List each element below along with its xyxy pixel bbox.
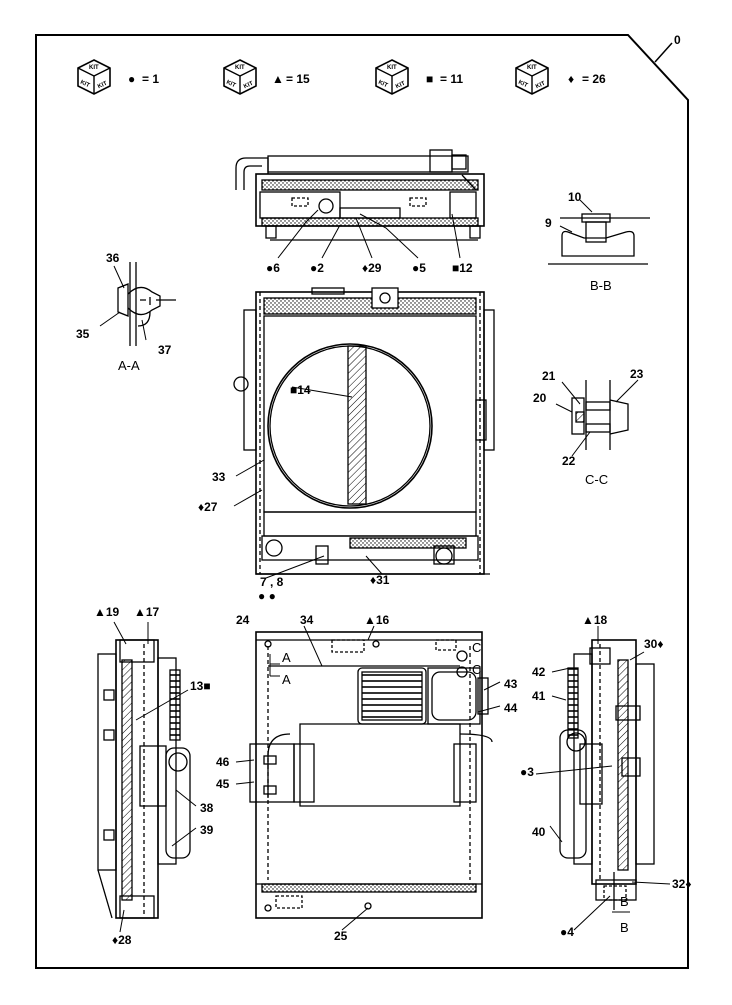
callout-20: 20: [533, 391, 547, 405]
callout-38: 38: [200, 801, 214, 815]
svg-text:KIT: KIT: [89, 65, 99, 71]
section-cut-a-upper: A: [282, 650, 291, 665]
left-view-callouts: ▲19 ▲17 13■ 38 39 ♦28: [94, 605, 214, 947]
callout-32: 32♦: [672, 877, 691, 891]
callout-22: 22: [562, 454, 576, 468]
callout-4: ●4: [560, 925, 574, 939]
section-label-c-c: C-C: [585, 472, 608, 487]
callout-45: 45: [216, 777, 230, 791]
callout-35: 35: [76, 327, 90, 341]
callout-37: 37: [158, 343, 172, 357]
radiator-left-side-view: [97, 639, 191, 919]
callout-43: 43: [504, 677, 518, 691]
kit-symbol-square: ■: [426, 72, 433, 86]
callout-46: 46: [216, 755, 230, 769]
svg-text:KIT: KIT: [377, 80, 389, 90]
svg-text:KIT: KIT: [535, 81, 547, 91]
svg-text:KIT: KIT: [243, 81, 255, 91]
callout-40: 40: [532, 825, 546, 839]
sheet-border: [35, 34, 689, 969]
callout-7-8-kits: ● ●: [258, 589, 276, 603]
svg-text:KIT: KIT: [79, 80, 91, 90]
radiator-front-view: [233, 287, 495, 575]
kit-cube-icon: KIT KIT KIT: [515, 59, 549, 95]
callout-6: ●6: [266, 261, 280, 275]
kit-symbol-triangle: ▲: [272, 72, 284, 86]
callout-17: ▲17: [134, 605, 160, 619]
callout-9: 9: [545, 216, 552, 230]
callout-44: 44: [504, 701, 518, 715]
page-number-leader: [654, 42, 673, 63]
kit-count-circle: = 1: [142, 72, 159, 86]
kit-legend: KIT KIT KIT ● = 1 KIT KIT KIT ▲ = 15 KIT…: [77, 59, 606, 95]
callout-5: ●5: [412, 261, 426, 275]
rear-view-callouts: 24 34 ▲16 43 44 46 45 25 A A C C: [216, 613, 518, 943]
kit-count-diamond: = 26: [582, 72, 606, 86]
svg-text:KIT: KIT: [225, 80, 237, 90]
kit-symbol-circle: ●: [128, 72, 135, 86]
kit-count-triangle: = 15: [286, 72, 310, 86]
callout-13: 13■: [190, 679, 211, 693]
callout-7-8: 7 , 8: [260, 575, 284, 589]
section-cut-c-lower: C: [472, 662, 481, 677]
section-b-b: [548, 199, 650, 265]
section-cut-c-upper: C: [472, 640, 481, 655]
kit-cube-icon: KIT KIT KIT: [375, 59, 409, 95]
callout-33: 33: [212, 470, 226, 484]
section-cut-b-lower: B: [620, 920, 629, 935]
callout-16: ▲16: [364, 613, 390, 627]
svg-text:KIT: KIT: [395, 81, 407, 91]
front-view-callouts: ■14 33 ♦27 7 , 8 ● ● ♦31: [198, 383, 390, 603]
svg-text:KIT: KIT: [387, 65, 397, 71]
section-a-a: [99, 262, 176, 346]
svg-text:KIT: KIT: [97, 81, 109, 91]
callout-36: 36: [106, 251, 120, 265]
section-cut-a-lower: A: [282, 672, 291, 687]
page-number: 0: [674, 33, 681, 47]
callout-30: 30♦: [644, 637, 663, 651]
section-cut-b-upper: B: [620, 894, 629, 909]
callout-41: 41: [532, 689, 546, 703]
kit-cube-icon: KIT KIT KIT: [77, 59, 111, 95]
kit-count-square: = 11: [440, 72, 463, 86]
section-label-b-b: B-B: [590, 278, 612, 293]
callout-31: ♦31: [370, 573, 390, 587]
callout-29: ♦29: [362, 261, 382, 275]
callout-25: 25: [334, 929, 348, 943]
callout-2: ●2: [310, 261, 324, 275]
callout-14: ■14: [290, 383, 311, 397]
callout-12: ■12: [452, 261, 473, 275]
callout-39: 39: [200, 823, 214, 837]
kit-cube-icon: KIT KIT KIT: [223, 59, 257, 95]
callout-19: ▲19: [94, 605, 120, 619]
callout-42: 42: [532, 665, 546, 679]
section-label-a-a: A-A: [118, 358, 140, 373]
svg-text:KIT: KIT: [527, 65, 537, 71]
callout-34: 34: [300, 613, 314, 627]
svg-text:KIT: KIT: [517, 80, 529, 90]
callout-28: ♦28: [112, 933, 132, 947]
callout-18: ▲18: [582, 613, 608, 627]
section-c-c: [555, 379, 639, 457]
callout-23: 23: [630, 367, 644, 381]
top-view-callouts: ●6 ●2 ♦29 ●5 ■12: [266, 209, 473, 275]
svg-text:KIT: KIT: [235, 65, 245, 71]
callout-3: ●3: [520, 765, 534, 779]
right-view-callouts: ▲18 30♦ 42 41 ●3 40 32♦ ●4 B B: [520, 613, 691, 939]
radiator-top-view: [235, 149, 485, 241]
kit-symbol-diamond: ♦: [568, 72, 574, 86]
callout-21: 21: [542, 369, 556, 383]
radiator-right-side-view: [559, 639, 655, 913]
radiator-rear-view: [249, 631, 493, 919]
callout-27: ♦27: [198, 500, 218, 514]
callout-10: 10: [568, 190, 582, 204]
callout-24: 24: [236, 613, 250, 627]
